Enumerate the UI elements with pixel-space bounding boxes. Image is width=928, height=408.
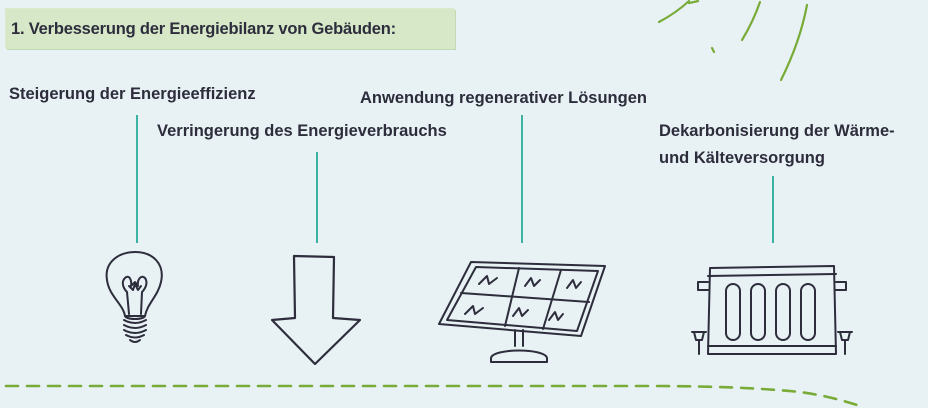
connector-line-renewable-solutions bbox=[521, 115, 523, 243]
connector-line-energy-consumption bbox=[316, 152, 318, 243]
measure-label-decarbonisation-line2: und Kälteversorgung bbox=[659, 149, 825, 167]
radiator-icon bbox=[691, 265, 853, 355]
measure-label-energy-efficiency: Steigerung der Energieeffizienz bbox=[9, 85, 256, 103]
measure-label-decarbonisation: Dekarbonisierung der Wärme- und Kältever… bbox=[659, 118, 895, 172]
solar-panel-icon bbox=[438, 261, 606, 363]
page-title: 1. Verbesserung der Energiebilanz von Ge… bbox=[11, 20, 396, 38]
sun-rays-decoration bbox=[657, 0, 809, 82]
light-bulb-icon bbox=[105, 251, 163, 343]
connector-line-energy-efficiency bbox=[136, 115, 138, 243]
down-arrow-icon bbox=[270, 254, 362, 366]
heading-highlight bbox=[6, 9, 455, 49]
connector-line-decarbonisation bbox=[772, 176, 774, 243]
measure-label-renewable-solutions: Anwendung regenerativer Lösungen bbox=[360, 89, 647, 107]
measure-label-energy-consumption: Verringerung des Energieverbrauchs bbox=[157, 122, 447, 140]
ground-dashed-line bbox=[4, 384, 862, 408]
measure-label-decarbonisation-line1: Dekarbonisierung der Wärme- bbox=[659, 122, 895, 140]
